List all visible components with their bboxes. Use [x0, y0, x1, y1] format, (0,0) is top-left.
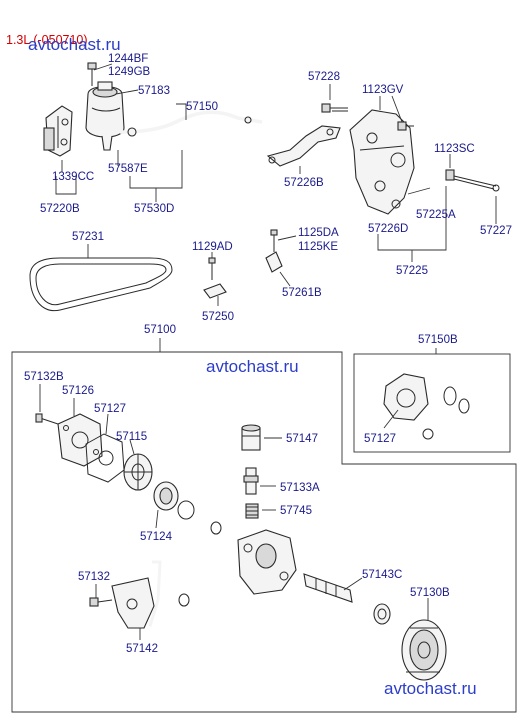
pump-body-drawing [237, 529, 297, 595]
rotor-drawing [123, 453, 153, 491]
label-57530D: 57530D [134, 203, 174, 215]
label-57127: 57127 [94, 403, 126, 415]
return-hose-drawing [119, 110, 263, 137]
label-1129AD: 1129AD [192, 241, 233, 253]
label-1244BF: 1244BF [108, 53, 148, 65]
label-57250: 57250 [202, 311, 234, 323]
label-57132B: 57132B [24, 371, 64, 383]
inlet-pipe-drawing [303, 573, 353, 603]
reservoir-drawing [85, 62, 125, 151]
label-57261B: 57261B [282, 287, 322, 299]
fitting-57147-drawing [241, 424, 261, 451]
watermark-middle: avtochast.ru [206, 357, 299, 376]
label-57745: 57745 [280, 505, 312, 517]
label-1125DA: 1125DA [298, 227, 339, 239]
label-1123SC: 1123SC [434, 143, 475, 155]
model-header: 1.3L (-050710) [6, 33, 88, 47]
bolt-57132-drawing [89, 597, 113, 607]
label-57227: 57227 [480, 225, 512, 237]
label-57225A: 57225A [416, 209, 456, 221]
cam-ring-drawing [153, 481, 195, 520]
label-57142: 57142 [126, 643, 158, 655]
label-57127-kit: 57127 [364, 433, 396, 445]
label-1123GV: 1123GV [362, 84, 404, 96]
label-1339CC: 1339CC [52, 171, 94, 183]
oil-seal-ring [373, 603, 391, 625]
label-57183: 57183 [138, 85, 170, 97]
label-1125KE: 1125KE [298, 241, 338, 253]
spring-drawing [245, 503, 259, 519]
flow-valve-drawing [243, 467, 259, 495]
label-57587E: 57587E [108, 163, 148, 175]
label-1249GB: 1249GB [108, 66, 151, 78]
bolt-57228-drawing [321, 103, 348, 113]
assembly-frame [11, 351, 517, 713]
label-57220B: 57220B [40, 203, 80, 215]
label-57143C: 57143C [362, 569, 402, 581]
label-57147: 57147 [286, 433, 318, 445]
label-57150: 57150 [186, 101, 218, 113]
label-57226B: 57226B [284, 177, 324, 189]
bracket-57226B-drawing [266, 125, 341, 167]
bracket-57261B-drawing [265, 229, 283, 273]
pressure-tube-drawing [111, 560, 190, 629]
seal-kit-drawing [383, 373, 470, 440]
label-57130B: 57130B [410, 587, 450, 599]
drive-belt-drawing [29, 257, 173, 312]
label-57231: 57231 [72, 231, 104, 243]
pump-cover-drawing [35, 413, 103, 467]
label-57150B: 57150B [418, 334, 458, 346]
label-57225: 57225 [396, 265, 428, 277]
bracket-57225A-drawing [349, 109, 415, 215]
label-57226D: 57226D [368, 223, 408, 235]
seal-kit-box [353, 353, 511, 453]
watermark-bottom: avtochast.ru [384, 679, 477, 698]
label-57132: 57132 [78, 571, 110, 583]
label-57133A: 57133A [280, 482, 320, 494]
bracket-57250-drawing [203, 257, 227, 299]
o-ring-small [210, 521, 222, 535]
label-57124: 57124 [140, 531, 173, 543]
pulley-drawing [401, 619, 447, 681]
reservoir-bracket-drawing [43, 105, 73, 157]
label-57126: 57126 [62, 385, 94, 397]
label-57228: 57228 [308, 71, 340, 83]
label-57115: 57115 [116, 431, 147, 443]
watermark-top: avtochast.ru [28, 35, 121, 54]
label-57100: 57100 [144, 324, 176, 336]
bolt-57227-drawing [445, 169, 500, 192]
